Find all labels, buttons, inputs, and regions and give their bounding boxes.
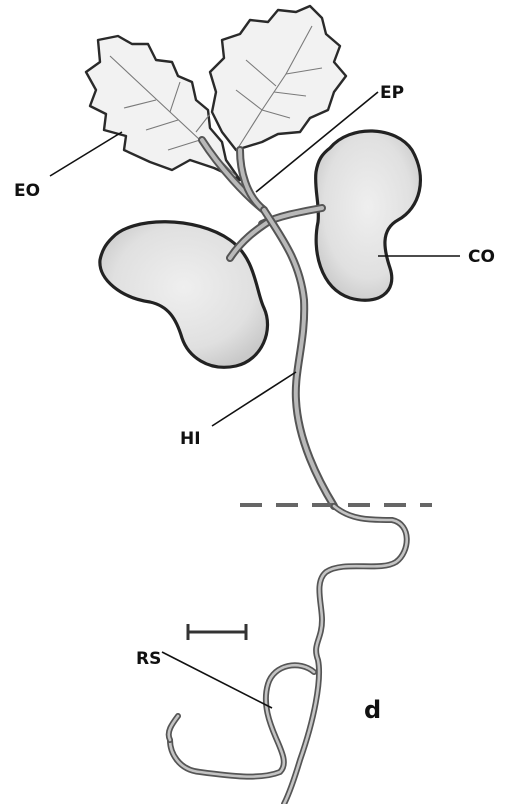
label-rs: RS: [136, 649, 161, 669]
eo-leader-line: [50, 132, 122, 176]
label-co: CO: [468, 247, 495, 267]
root-system: [169, 506, 407, 804]
hi-leader-line: [212, 372, 296, 426]
scale-bar: [188, 624, 246, 640]
label-ep: EP: [380, 83, 404, 103]
eophyll-right: [210, 6, 346, 150]
panel-label: d: [364, 696, 381, 724]
cotyledon-right: [316, 131, 421, 300]
label-hi: HI: [180, 429, 201, 449]
rs-leader-line: [162, 652, 272, 708]
label-eo: EO: [14, 181, 40, 201]
